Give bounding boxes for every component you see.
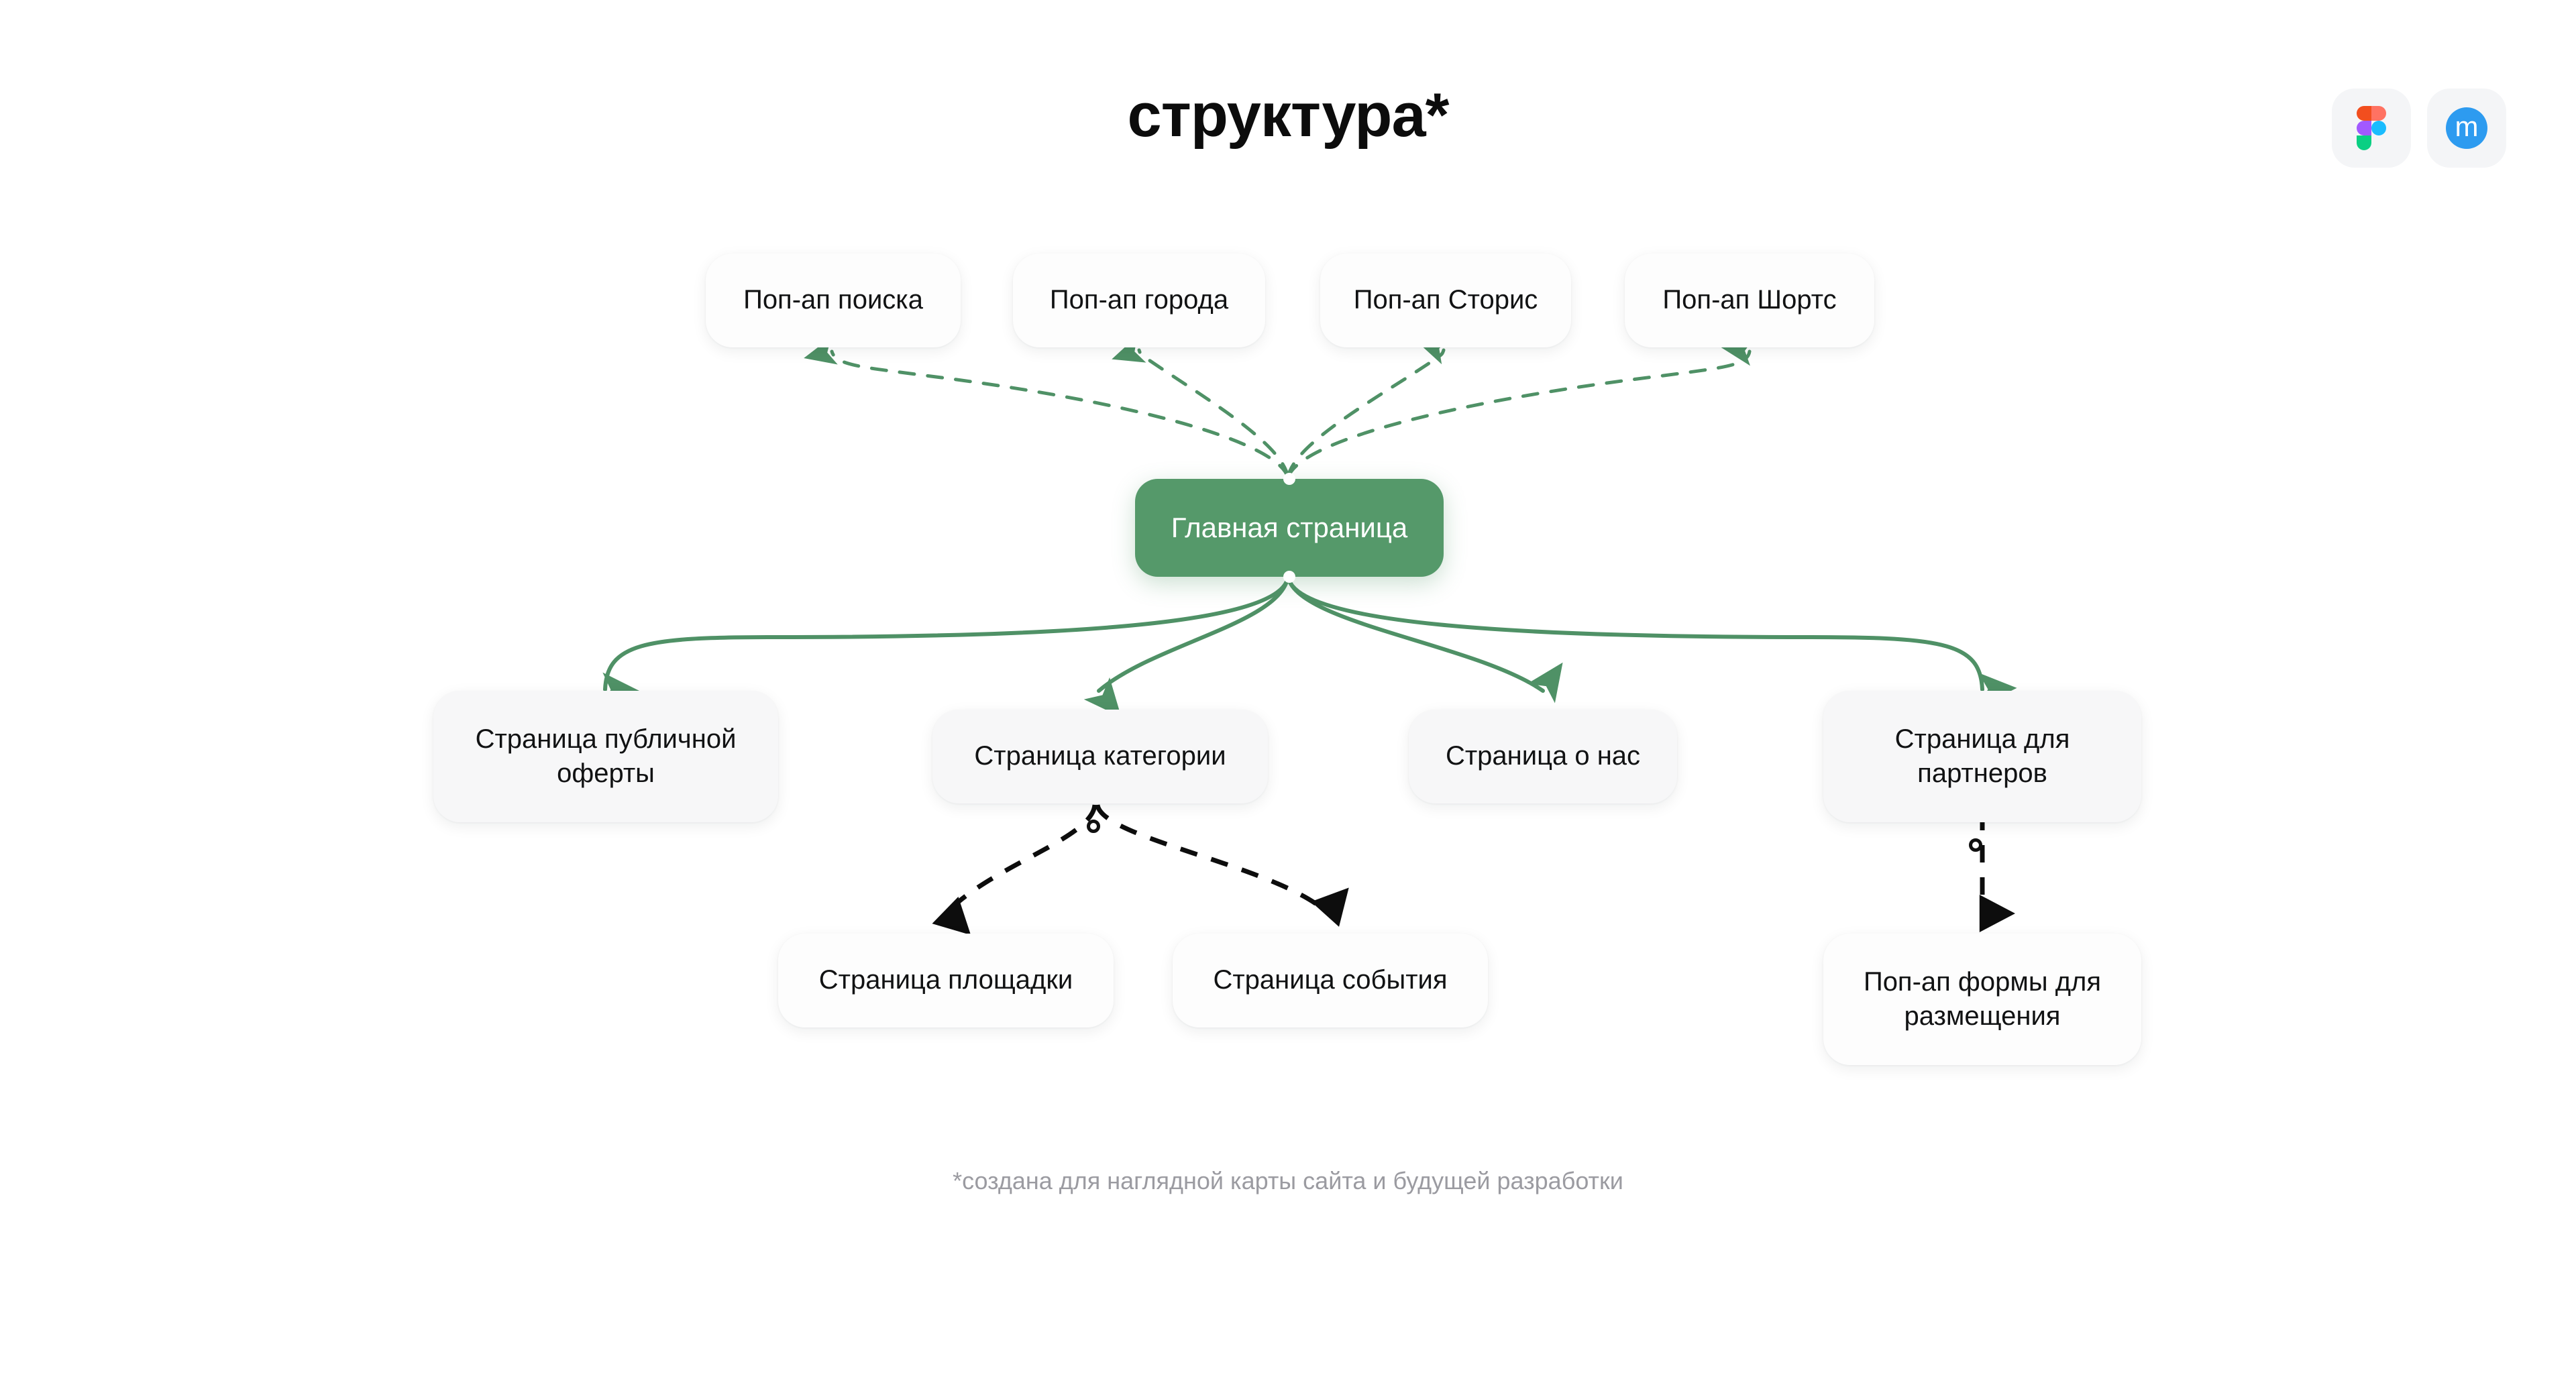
edge-root-to-page-offer bbox=[601, 575, 1290, 706]
node-page-about[interactable]: Страница о нас bbox=[1409, 710, 1677, 803]
edge-category-to-venue bbox=[932, 804, 1097, 936]
node-label: Страница о нас bbox=[1445, 741, 1641, 771]
edge-category-to-event bbox=[1095, 803, 1349, 927]
edge-root-to-page-partners bbox=[1286, 575, 2017, 707]
node-page-partners[interactable]: Страница для партнеров bbox=[1823, 691, 2141, 852]
node-label: Страница для партнеров bbox=[1894, 724, 2070, 788]
edge-root-to-popup-shorts bbox=[1286, 337, 1754, 480]
node-label: Страница площадки bbox=[818, 965, 1073, 995]
figma-logo-glyph bbox=[2357, 106, 2386, 150]
node-label: Поп-ап Шортс bbox=[1662, 285, 1837, 315]
connector-dot-top bbox=[1283, 473, 1295, 485]
edge-root-to-popup-search bbox=[804, 337, 1290, 480]
node-main-page[interactable]: Главная страница bbox=[1135, 473, 1444, 583]
miro-logo-glyph: m bbox=[2446, 107, 2487, 149]
node-label: Поп-ап Сторис bbox=[1353, 285, 1538, 315]
node-popup-shorts[interactable]: Поп-ап Шортс bbox=[1625, 254, 1874, 347]
edge-root-to-popup-city bbox=[1112, 335, 1290, 480]
node-page-public-offer[interactable]: Страница публичной оферты bbox=[433, 691, 778, 822]
footnote: *создана для наглядной карты сайта и буд… bbox=[953, 1167, 1623, 1194]
node-label: Страница события bbox=[1213, 965, 1448, 995]
figma-icon[interactable] bbox=[2332, 89, 2411, 168]
node-label: Страница публичной оферты bbox=[475, 724, 737, 788]
miro-icon[interactable]: m bbox=[2427, 89, 2506, 168]
node-popup-city[interactable]: Поп-ап города bbox=[1013, 254, 1265, 347]
connector-dot-partners bbox=[1969, 838, 1982, 852]
node-page-category[interactable]: Страница категории bbox=[932, 710, 1268, 833]
connector-dot-category bbox=[1087, 820, 1100, 833]
node-popup-stories[interactable]: Поп-ап Сторис bbox=[1320, 254, 1571, 347]
app-icons-group: m bbox=[2332, 89, 2506, 168]
connector-dot-bottom bbox=[1283, 571, 1295, 583]
node-label: Поп-ап поиска bbox=[743, 285, 923, 315]
page-title: структура* bbox=[1127, 81, 1450, 150]
node-popup-search[interactable]: Поп-ап поиска bbox=[706, 254, 961, 347]
node-popup-placement-form[interactable]: Поп-ап формы для размещения bbox=[1823, 934, 2141, 1065]
node-page-venue[interactable]: Страница площадки bbox=[778, 934, 1114, 1027]
node-label: Поп-ап формы для размещения bbox=[1863, 966, 2102, 1031]
node-label: Поп-ап города bbox=[1049, 285, 1229, 315]
edge-root-to-popup-stories bbox=[1286, 337, 1451, 480]
edge-root-to-page-about bbox=[1286, 575, 1563, 704]
node-label: Страница категории bbox=[974, 741, 1226, 771]
edge-root-to-page-category bbox=[1083, 575, 1290, 718]
node-page-event[interactable]: Страница события bbox=[1173, 934, 1488, 1027]
node-label: Главная страница bbox=[1171, 512, 1408, 544]
